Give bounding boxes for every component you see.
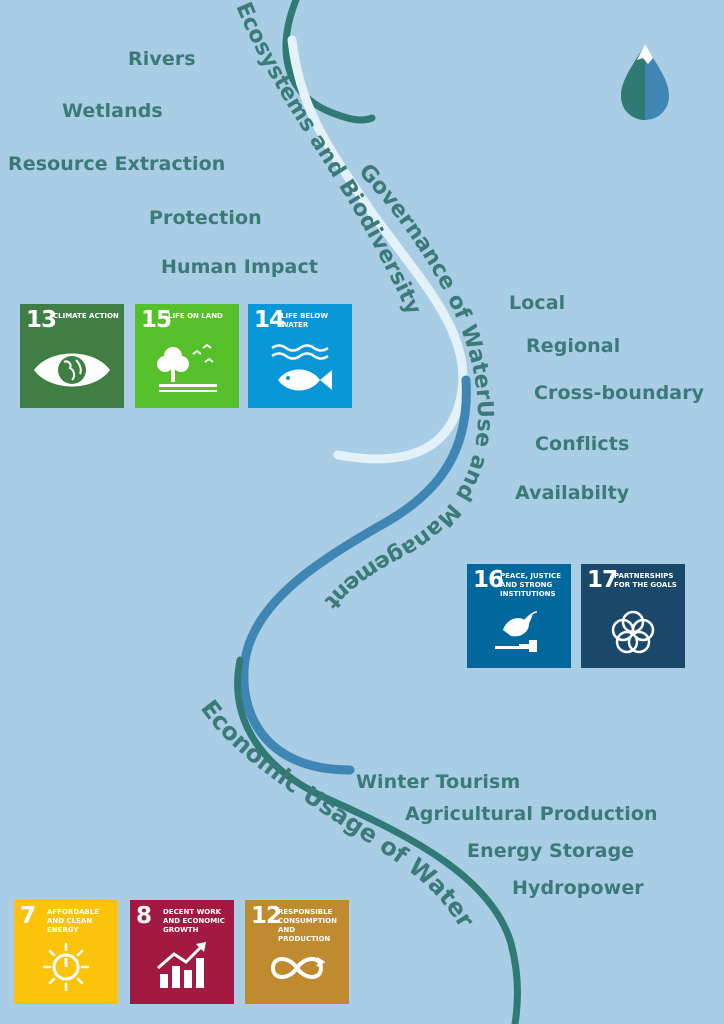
sdg-label: RESPONSIBLE CONSUMPTION AND PRODUCTION	[278, 908, 337, 944]
sun-power-icon	[42, 942, 90, 992]
keyword-wetlands: Wetlands	[62, 100, 163, 122]
sdg-number: 16	[473, 567, 504, 593]
infinity-icon	[270, 956, 326, 979]
keyword-rivers: Rivers	[128, 48, 196, 70]
sdg-tile-17: 17 PARTNERSHIPS FOR THE GOALS	[581, 564, 685, 668]
sdg-tile-15: 15 LIFE ON LAND	[135, 304, 239, 408]
sdg-tile-16: 16 PEACE, JUSTICE AND STRONG INSTITUTION…	[467, 564, 571, 668]
keyword-conflicts: Conflicts	[535, 433, 630, 455]
sdg-label: PEACE, JUSTICE AND STRONG INSTITUTIONS	[500, 572, 561, 599]
sdg-number: 12	[251, 903, 282, 929]
sdg-tile-8: 8 DECENT WORK AND ECONOMIC GROWTH	[130, 900, 234, 1004]
river-bottom-dark	[234, 656, 521, 1024]
dove-gavel-icon	[495, 611, 538, 652]
sdg-tile-12: 12 RESPONSIBLE CONSUMPTION AND PRODUCTIO…	[245, 900, 349, 1004]
keyword-local: Local	[509, 292, 566, 314]
tree-birds-icon	[157, 343, 217, 392]
interlocking-rings-icon	[611, 610, 655, 654]
sdg-number: 7	[20, 903, 36, 929]
keyword-agricultural-production: Agricultural Production	[405, 803, 658, 825]
sdg-number: 13	[26, 307, 57, 333]
sdg-label: CLIMATE ACTION	[53, 312, 119, 320]
keyword-cross-boundary: Cross-boundary	[534, 382, 705, 404]
sdg-number: 14	[254, 307, 285, 333]
keyword-regional: Regional	[526, 335, 621, 357]
river-blue-band	[239, 375, 471, 775]
sdg-label: DECENT WORK AND ECONOMIC GROWTH	[163, 908, 225, 935]
keyword-winter-tourism: Winter Tourism	[356, 771, 521, 793]
sdg-number: 17	[587, 567, 618, 593]
eye-globe-icon	[34, 353, 110, 387]
keyword-resource-extraction: Resource Extraction	[8, 153, 226, 175]
sdg-label: PARTNERSHIPS FOR THE GOALS	[614, 572, 677, 590]
sdg-tile-13: 13 CLIMATE ACTION	[20, 304, 124, 408]
water-drop-logo	[621, 44, 669, 120]
keyword-hydropower: Hydropower	[512, 877, 644, 899]
keyword-availability: Availabilty	[515, 482, 630, 504]
river-white-highlight	[287, 35, 468, 464]
sdg-label: LIFE ON LAND	[168, 312, 223, 320]
sdg-label: LIFE BELOW WATER	[281, 312, 329, 330]
keyword-protection: Protection	[149, 207, 262, 229]
keyword-energy-storage: Energy Storage	[467, 840, 635, 862]
keyword-human-impact: Human Impact	[161, 256, 319, 278]
river-top-dark	[282, 0, 376, 124]
growth-chart-icon	[157, 942, 206, 988]
sdg-tile-14: 14 LIFE BELOW WATER	[248, 304, 352, 408]
sdg-label: AFFORDABLE AND CLEAN ENERGY	[47, 908, 100, 935]
fish-waves-icon	[271, 344, 332, 391]
sdg-number: 15	[141, 307, 172, 333]
sdg-tile-7: 7 AFFORDABLE AND CLEAN ENERGY	[14, 900, 118, 1004]
sdg-number: 8	[136, 903, 152, 929]
